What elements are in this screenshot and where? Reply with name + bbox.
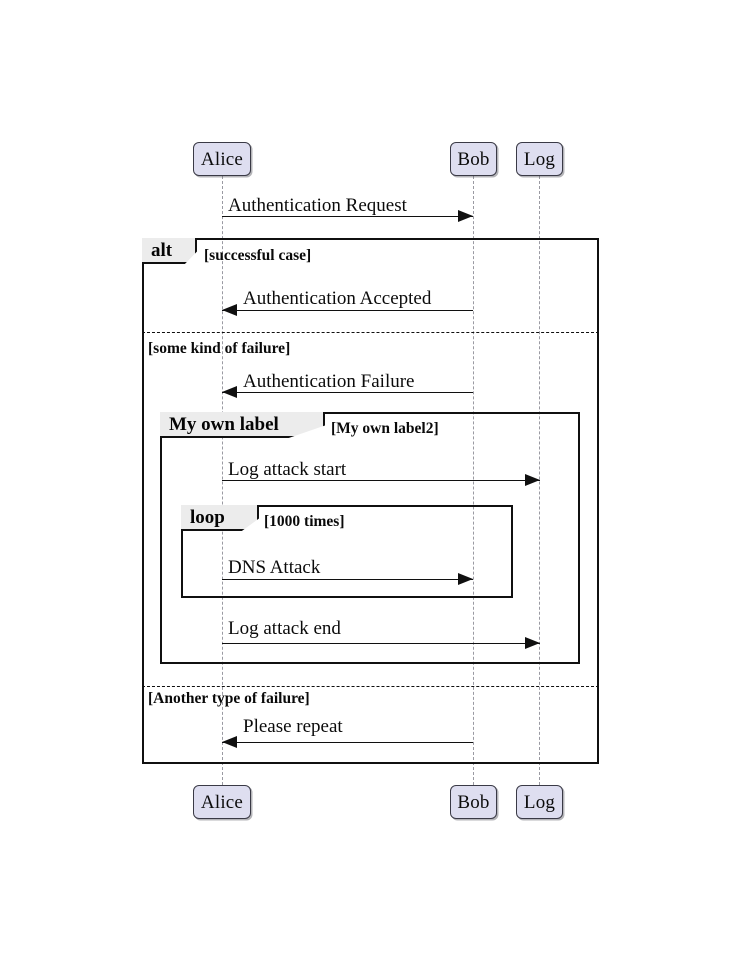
- message-line-log-attack-end: [222, 643, 540, 644]
- message-arrowhead-right: [525, 473, 540, 486]
- participant-bob-top[interactable]: Bob: [450, 142, 497, 176]
- fragment-my-own-label-operator-tab: My own label: [160, 412, 325, 438]
- participant-log-bottom[interactable]: Log: [516, 785, 563, 819]
- participant-alice-top[interactable]: Alice: [193, 142, 251, 176]
- participant-label: Log: [523, 148, 556, 170]
- message-label-log-attack-end: Log attack end: [228, 618, 341, 639]
- message-line-log-attack-start: [222, 480, 540, 481]
- message-label-authentication-accepted: Authentication Accepted: [243, 288, 432, 309]
- fragment-loop[interactable]: [181, 505, 513, 598]
- message-label-authentication-failure: Authentication Failure: [243, 371, 415, 392]
- participant-label: Log: [523, 791, 556, 813]
- fragment-my-own-label[interactable]: [160, 412, 580, 664]
- fragment-alt-operator-label: alt: [151, 239, 173, 261]
- fragment-my-own-label-operator-label: My own label: [169, 413, 279, 435]
- message-line-dns-attack: [222, 579, 473, 580]
- fragment-loop-guard: [1000 times]: [264, 513, 345, 530]
- message-arrowhead-left: [222, 735, 237, 748]
- message-line-authentication-accepted: [222, 310, 473, 311]
- participant-label: Alice: [200, 791, 244, 813]
- participant-log-top[interactable]: Log: [516, 142, 563, 176]
- participant-label: Bob: [457, 148, 490, 170]
- message-label-please-repeat: Please repeat: [243, 716, 343, 737]
- participant-alice-bottom[interactable]: Alice: [193, 785, 251, 819]
- message-line-authentication-request: [222, 216, 473, 217]
- fragment-loop-operator-tab: loop: [181, 505, 259, 531]
- fragment-alt-divider-1: [142, 332, 599, 333]
- fragment-my-own-label-guard: [My own label2]: [331, 420, 439, 437]
- fragment-alt-guard-2: [some kind of failure]: [148, 340, 291, 357]
- message-arrowhead-right: [525, 636, 540, 649]
- participant-bob-bottom[interactable]: Bob: [450, 785, 497, 819]
- message-arrowhead-right: [458, 209, 473, 222]
- fragment-alt-guard-3: [Another type of failure]: [148, 690, 310, 707]
- participant-label: Bob: [457, 791, 490, 813]
- message-arrowhead-left: [222, 385, 237, 398]
- fragment-alt-operator-tab: alt: [142, 238, 197, 264]
- fragment-alt[interactable]: [142, 238, 599, 764]
- message-arrowhead-right: [458, 572, 473, 585]
- message-label-authentication-request: Authentication Request: [228, 195, 407, 216]
- message-arrowhead-left: [222, 303, 237, 316]
- fragment-alt-guard-1: [successful case]: [204, 247, 312, 264]
- fragment-alt-divider-2: [142, 686, 599, 687]
- message-line-please-repeat: [222, 742, 473, 743]
- message-label-log-attack-start: Log attack start: [228, 459, 347, 480]
- fragment-loop-operator-label: loop: [190, 506, 225, 528]
- participant-label: Alice: [200, 148, 244, 170]
- message-line-authentication-failure: [222, 392, 473, 393]
- message-label-dns-attack: DNS Attack: [228, 557, 321, 578]
